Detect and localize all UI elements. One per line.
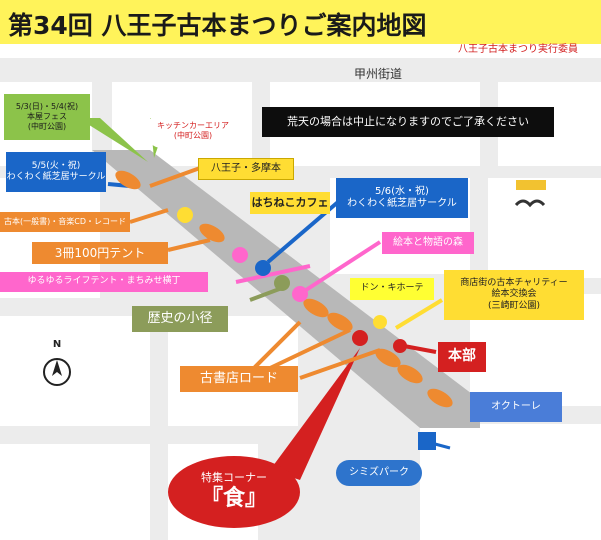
city-block [0,316,150,426]
charity-box: 商店街の古本チャリティー 絵本交換会 (三崎町公園) [444,270,584,320]
honbu-box: 本部 [438,342,486,372]
don-quijote-box: ドン・キホーテ [350,278,434,300]
kamishibai-label: 5/5(火・祝) [31,160,81,171]
kamishibai-label: 5/6(水・祝) [375,185,429,197]
page-title: 第34回 八王子古本まつりご案内地図 [8,11,427,40]
arrow [248,320,302,374]
booth-marker [199,223,225,243]
arrow [394,298,444,330]
arrow [235,264,311,284]
event-53-54-callout: 5/3(日)・5/4(祝) 本屋フェス (中町公園) [4,94,90,140]
booth-marker [397,364,423,384]
event-label: (中町公園) [27,122,67,131]
picturebook-forest-box: 絵本と物語の森 [382,232,474,254]
charity-label: 商店街の古本チャリティー [460,278,568,289]
street-label: 甲州街道 [353,66,402,81]
cafe-box: はちねこカフェ [250,192,330,214]
records-box: 古本(一般書)・音楽CD・レコード [0,212,130,232]
callout-pointer [78,118,148,162]
booth-marker [255,260,271,276]
mustache-icon [514,199,546,208]
committee-label: 八王子古本まつり実行委員 [458,44,578,55]
used-book-road-box: 古書店ロード [180,366,298,392]
arrow [167,238,211,252]
arrow [403,344,437,354]
square-icon [418,432,436,450]
crown-icon [516,180,546,190]
arrow [129,208,169,224]
special-corner-label: 特集コーナー [201,471,267,485]
kitchen-car-label: (中町公園) [173,131,213,140]
booth-marker [327,312,353,332]
booth-marker [303,298,329,318]
charity-label: (三崎町公園) [487,300,541,311]
history-path-box: 歴史の小径 [132,306,228,332]
booth-marker [427,388,453,408]
arrow [299,348,381,380]
food-label: 『食』 [200,486,267,512]
kamishibai-label: わくわく紙芝居サークル [347,198,457,209]
shimizu-park-box: シミズパーク [336,460,422,486]
kamishibai-56-box: 5/6(水・祝) わくわく紙芝居サークル [336,178,468,218]
booth-marker [393,339,407,353]
arrow [304,240,382,292]
booth-marker [352,330,368,346]
event-label: 本屋フェス [27,112,67,121]
kitchen-car-callout: キッチンカーエリア (中町公園) [145,114,241,148]
kamishibai-55-box: 5/5(火・祝) わくわく紙芝居サークル [6,152,106,192]
city-block [420,424,601,540]
booth-marker [177,207,193,223]
jr-station-label: JR 八王子駅 [480,463,561,482]
compass-needle-icon [52,360,62,376]
booth-marker [232,247,248,263]
city-block [0,444,150,540]
booth-marker [375,348,401,368]
kamishibai-label: わくわく紙芝居サークル [6,172,106,182]
arrow [249,286,283,302]
kitchen-car-label: キッチンカーエリア [157,121,229,130]
yuru-tent-box: ゆるゆるライフテント・まちみせ横丁 [0,272,208,292]
hachioji-tama-box: 八王子・多摩本 [198,158,294,180]
charity-label: 絵本交換会 [491,289,537,300]
bus-rotary-label: バスロータリー [467,493,573,512]
callout-pointer [270,348,360,480]
booth-marker [373,315,387,329]
city-block [488,178,601,278]
event-label: 5/3(日)・5/4(祝) [15,102,79,111]
arrow [266,194,347,264]
arrow [149,166,201,188]
rain-notice: 荒天の場合は中止になりますのでご了承ください [262,107,554,137]
title-bar [0,0,601,44]
special-corner-oval: 特集コーナー 『食』 [168,456,300,528]
tent-300-box: 3冊100円テント [32,242,168,264]
booth-marker [292,286,308,302]
booth-marker [115,170,141,190]
booth-marker [274,275,290,291]
north-label: N [52,338,62,350]
octore-box: オクトーレ [470,392,562,422]
